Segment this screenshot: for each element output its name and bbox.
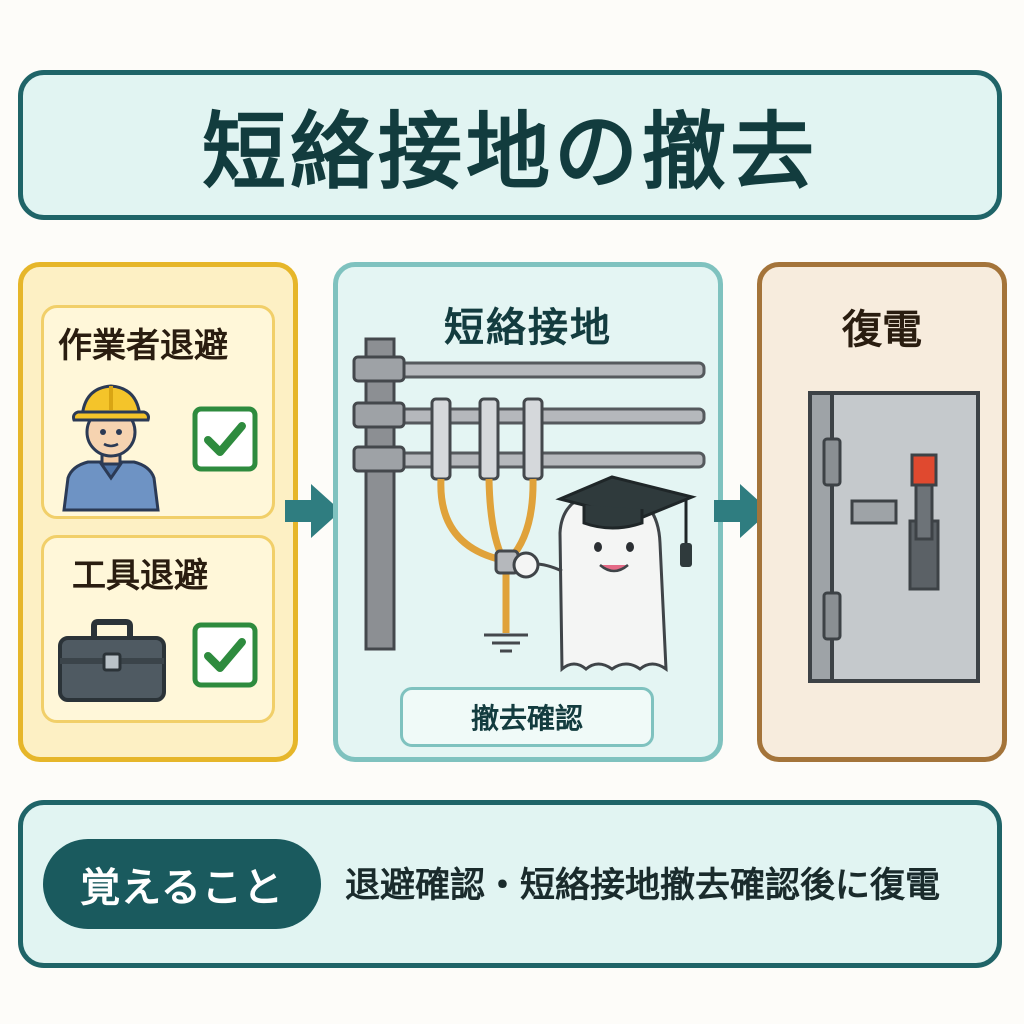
memo-pill: 覚えること	[43, 839, 321, 929]
grounding-heading: 短絡接地	[444, 305, 612, 351]
check-icon	[192, 622, 258, 688]
tool-evacuation-card: 工具退避	[41, 535, 275, 723]
memo-banner: 覚えること 退避確認・短絡接地撤去確認後に復電	[18, 800, 1002, 968]
arrow-right-icon	[285, 484, 341, 538]
worker-evacuation-card: 作業者退避	[41, 305, 275, 519]
page-title: 短絡接地の撤去	[201, 102, 818, 201]
worker-helmet-icon	[62, 384, 160, 512]
check-icon	[192, 406, 258, 472]
breaker-panel-icon	[808, 391, 980, 683]
toolbox-icon	[58, 619, 166, 702]
worker-evacuation-label: 作業者退避	[58, 326, 228, 366]
step-restore-power-panel: 復電	[757, 262, 1007, 762]
tool-evacuation-label: 工具退避	[72, 556, 208, 596]
step-grounding-panel: 短絡接地 撤去確認	[333, 262, 723, 762]
title-banner: 短絡接地の撤去	[18, 70, 1002, 220]
arrow-right-icon	[714, 484, 770, 538]
restore-power-heading: 復電	[842, 307, 922, 353]
step-evacuation-panel: 作業者退避 工具退避	[18, 262, 298, 762]
memo-text: 退避確認・短絡接地撤去確認後に復電	[345, 866, 941, 906]
grounding-illustration	[352, 337, 706, 673]
removal-confirmation-label: 撤去確認	[400, 687, 654, 747]
